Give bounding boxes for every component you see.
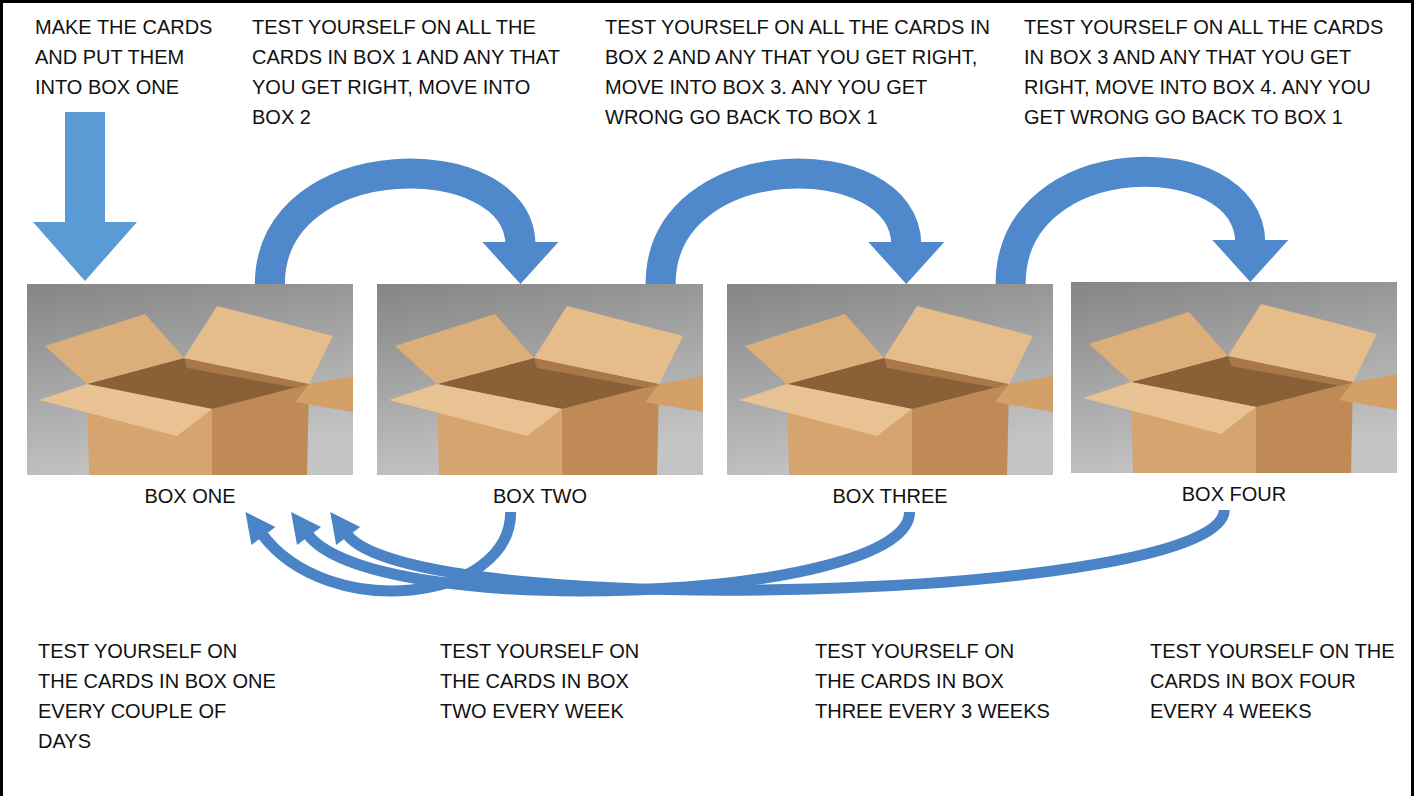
connector-line xyxy=(1011,172,1251,284)
instruction-text: TEST YOURSELF ON THE CARDS IN BOX FOUR E… xyxy=(1150,636,1400,726)
box-node: BOX TWO xyxy=(377,284,703,512)
box-picture xyxy=(1071,282,1397,473)
box-node: BOX FOUR xyxy=(1071,282,1397,510)
arrow-head xyxy=(291,512,321,545)
arrow-head xyxy=(245,512,275,545)
connector-line xyxy=(661,174,907,284)
arrow-head xyxy=(1212,240,1288,282)
arrow-head xyxy=(868,242,944,284)
box-picture xyxy=(727,284,1053,475)
box-label: BOX TWO xyxy=(377,484,703,508)
instruction-text: TEST YOURSELF ON ALL THE CARDS IN BOX 2 … xyxy=(605,12,990,132)
box-picture xyxy=(377,284,703,475)
box-node: BOX ONE xyxy=(27,284,353,512)
connector-arrow xyxy=(270,174,559,284)
connector-line xyxy=(308,512,910,591)
instruction-text: TEST YOURSELF ON ALL THE CARDS IN BOX 1 … xyxy=(252,12,572,132)
box-node: BOX THREE xyxy=(727,284,1053,512)
box-label: BOX ONE xyxy=(27,484,353,508)
connector-line xyxy=(270,174,521,284)
instruction-text: TEST YOURSELF ON THE CARDS IN BOX ONE EV… xyxy=(38,636,278,756)
connector-arrow xyxy=(661,174,945,284)
box-label: BOX THREE xyxy=(727,484,1053,508)
instruction-text: MAKE THE CARDS AND PUT THEM INTO BOX ONE xyxy=(35,12,235,102)
arrow-head xyxy=(482,242,558,284)
connector-arrow xyxy=(1011,172,1289,284)
instruction-text: TEST YOURSELF ON THE CARDS IN BOX THREE … xyxy=(815,636,1055,726)
arrow-head xyxy=(330,512,360,545)
start-arrow xyxy=(33,112,137,281)
box-label: BOX FOUR xyxy=(1071,482,1397,506)
instruction-text: TEST YOURSELF ON THE CARDS IN BOX TWO EV… xyxy=(440,636,680,726)
box-picture xyxy=(27,284,353,475)
instruction-text: TEST YOURSELF ON ALL THE CARDS IN BOX 3 … xyxy=(1024,12,1402,132)
connector-line xyxy=(347,510,1224,590)
connector-arrow xyxy=(330,510,1224,590)
